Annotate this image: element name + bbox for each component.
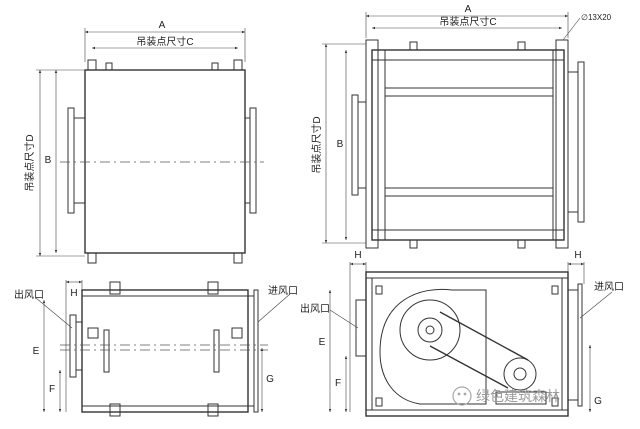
wechat-icon-eye (457, 392, 461, 396)
mount (551, 285, 559, 295)
dim-label-d: 吊装点尺寸D (310, 116, 323, 173)
bolt (409, 41, 418, 51)
dim-label-c: 吊装点尺寸C (439, 15, 496, 28)
dim-label-h: H (70, 288, 77, 299)
mount (551, 397, 559, 407)
fan-scroll (379, 288, 487, 405)
outlet-neck (357, 101, 367, 189)
motor-base (495, 391, 547, 405)
outlet-neck (75, 321, 83, 371)
dim-label-b: B (337, 139, 344, 150)
dim-label-e: E (33, 346, 40, 357)
dim-label-e: E (319, 337, 326, 348)
inlet-flange (577, 61, 585, 223)
fan-shaft (425, 325, 435, 335)
bolt (517, 239, 526, 249)
hole-note: ∅13X20 (581, 13, 612, 22)
view-bottom-left: H E F G 出风口 进风口 (14, 280, 298, 417)
inlet-flange (577, 283, 583, 407)
handle (103, 329, 110, 373)
right-rail (555, 39, 569, 249)
wechat-icon-eye (463, 392, 467, 396)
unit-body (84, 69, 246, 254)
view-bottom-right: H H E F G 出风口 进风口 (300, 250, 624, 417)
lifting-lug (87, 252, 97, 264)
fan-hub (417, 317, 443, 343)
lifting-lug (233, 59, 243, 71)
bolt (211, 62, 219, 71)
lifting-lug (233, 252, 243, 264)
view-top-left: A 吊装点尺寸C 吊装点尺寸D B (23, 20, 264, 264)
inlet-flange (249, 107, 257, 214)
inlet-label: 进风口 (268, 285, 298, 297)
dim-label-g: G (266, 374, 274, 385)
view-top-right: A 吊装点尺寸C ∅13X20 吊装点尺寸D B (310, 4, 612, 249)
dim-label-g: G (594, 396, 602, 407)
dim-label-h: H (574, 250, 581, 261)
inlet-neck (567, 71, 579, 213)
unit-frame (371, 49, 565, 241)
outlet-flange (351, 94, 359, 196)
mount (375, 285, 383, 295)
watermark: 绿色建筑森林 (452, 386, 560, 406)
dim-label-d: 吊装点尺寸D (23, 134, 36, 191)
watermark-text: 绿色建筑森林 (476, 388, 560, 405)
terminal-box (231, 327, 243, 339)
wechat-icon (452, 386, 472, 406)
outlet-neck (73, 117, 86, 204)
lifting-lug (87, 59, 97, 71)
mount (109, 403, 121, 417)
dim-label-a: A (465, 4, 472, 15)
inlet-label: 进风口 (594, 281, 624, 293)
mount (207, 403, 219, 417)
outlet-flange (69, 314, 77, 378)
outlet-flange (67, 107, 75, 214)
inlet-neck (567, 289, 579, 401)
dim-label-c: 吊装点尺寸C (136, 35, 193, 48)
dim-label-a: A (159, 20, 166, 31)
outlet-label: 出风口 (300, 302, 330, 315)
outlet-label: 出风口 (14, 288, 44, 301)
mount (109, 281, 121, 295)
dim-label-f: F (49, 384, 55, 395)
mount (207, 281, 219, 295)
inlet-flange (253, 289, 259, 413)
outlet-neck (355, 299, 367, 357)
mount (375, 397, 383, 407)
unit-body (81, 289, 249, 413)
inlet-neck (244, 117, 251, 204)
dim-label-f: F (335, 378, 341, 389)
inlet-neck (247, 295, 255, 407)
dim-label-h: H (354, 250, 361, 261)
bolt (105, 62, 113, 71)
terminal-box (87, 327, 99, 339)
bolt (517, 41, 526, 51)
motor-shaft (513, 367, 527, 381)
bolt (409, 239, 418, 249)
dim-label-b: B (45, 155, 52, 166)
handle (213, 329, 220, 373)
fan-wheel (399, 299, 461, 361)
motor-pulley (503, 357, 537, 391)
